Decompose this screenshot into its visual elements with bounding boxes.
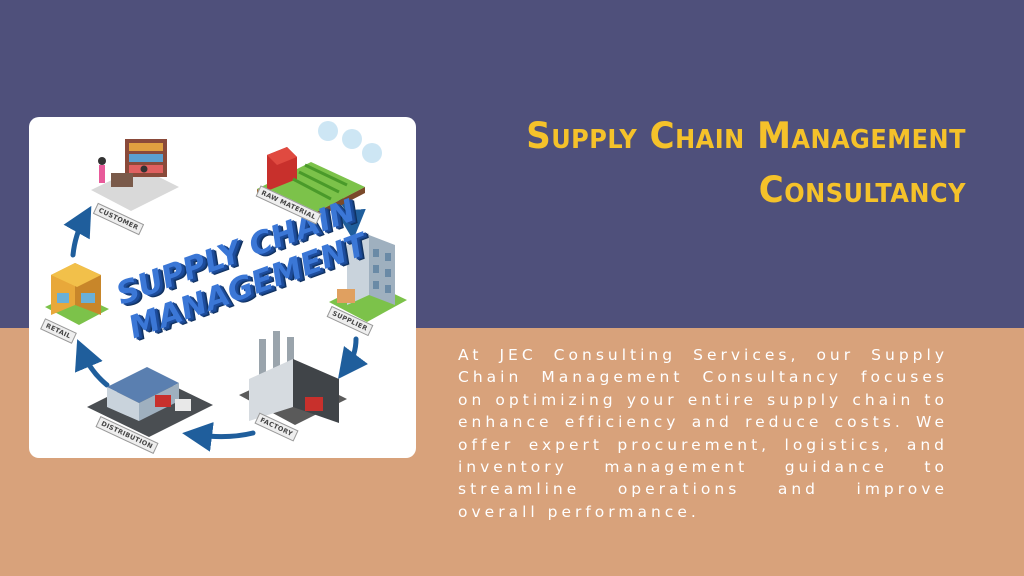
supply-chain-illustration: SUPPLY CHAIN MANAGEMENT CUSTOMER RAW MAT… <box>29 117 416 458</box>
slide-title-line-2: Consultancy <box>758 168 966 212</box>
slide-title: Supply Chain Management Consultancy <box>406 109 966 217</box>
slide-title-line-1: Supply Chain Management <box>526 114 966 158</box>
slide-body-text: At JEC Consulting Services, our Supply C… <box>458 346 948 521</box>
retail-shop-icon <box>45 263 109 325</box>
factory-icon <box>239 331 347 425</box>
customer-store-icon <box>91 139 179 211</box>
distribution-warehouse-icon <box>87 367 213 437</box>
supplier-building-icon <box>329 235 407 322</box>
